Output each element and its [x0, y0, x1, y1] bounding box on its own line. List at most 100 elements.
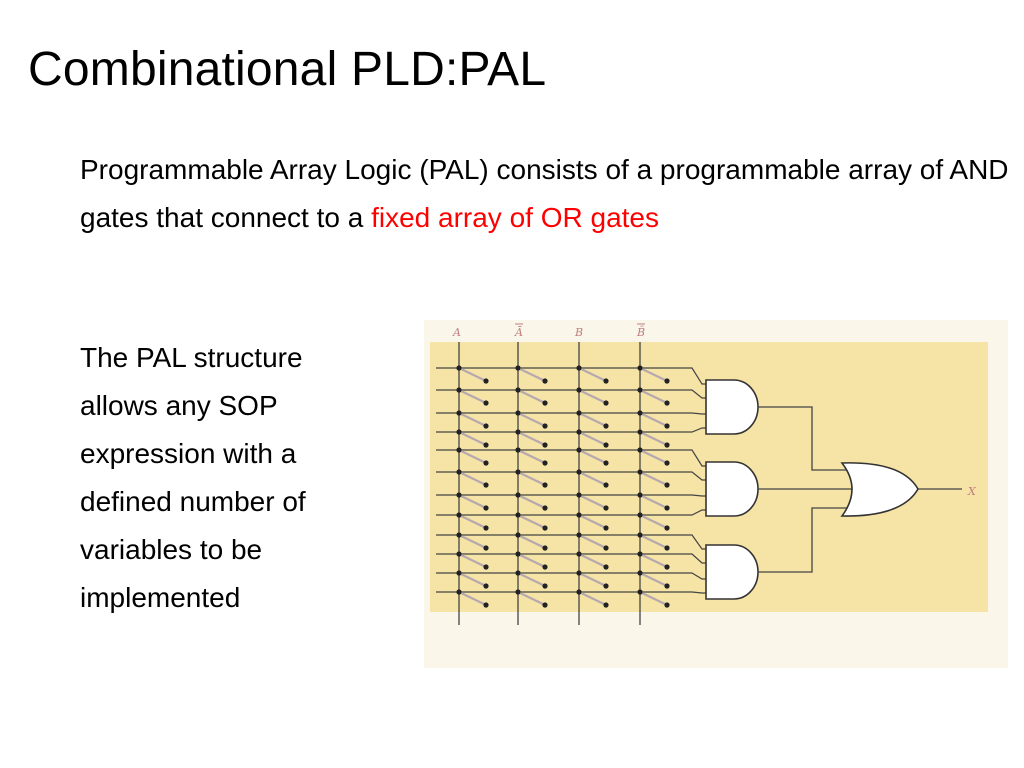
output-label-x: X: [967, 485, 977, 498]
pal-circuit-svg: A Ā B B̄ X: [424, 320, 1008, 668]
fuse-node: [637, 551, 643, 557]
fuse-node: [576, 551, 582, 557]
fuse-link: [457, 590, 488, 607]
fuse-node: [542, 482, 548, 488]
and-gates: [705, 379, 759, 600]
fuse-node: [515, 410, 521, 416]
fuse-node: [515, 570, 521, 576]
fuse-node: [515, 589, 521, 595]
input-label-b: B: [574, 326, 583, 339]
fuse-node: [664, 602, 670, 608]
or-gate: [840, 462, 919, 517]
fuse-node: [664, 583, 670, 589]
body-line: variables to be: [80, 534, 263, 565]
fuse-node: [664, 423, 670, 429]
programmable-fuses: [456, 365, 670, 608]
fuse-node: [576, 469, 582, 475]
wire-and3-or: [758, 507, 849, 573]
fuse-link: [638, 470, 669, 487]
fuse-node: [576, 532, 582, 538]
fuse-link: [577, 552, 608, 569]
fuse-node: [456, 469, 462, 475]
fuse-link: [638, 366, 669, 383]
fuse-node: [515, 492, 521, 498]
product-term-line: [436, 572, 706, 580]
product-term-lines: [436, 367, 706, 594]
fuse-node: [515, 551, 521, 557]
body-line: allows any SOP: [80, 390, 278, 421]
fuse-node: [456, 410, 462, 416]
and-gate-3: [705, 544, 759, 600]
fuse-node: [515, 532, 521, 538]
fuse-node: [456, 532, 462, 538]
fuse-node: [515, 447, 521, 453]
intro-text: Programmable Array Logic (PAL) consists …: [80, 154, 1009, 233]
slide-title: Combinational PLD:PAL: [28, 43, 547, 96]
fuse-node: [456, 570, 462, 576]
and-gate-2: [705, 461, 759, 517]
fuse-node: [576, 492, 582, 498]
fuse-node: [664, 460, 670, 466]
fuse-node: [603, 545, 609, 551]
fuse-link: [457, 470, 488, 487]
fuse-node: [515, 429, 521, 435]
fuse-link: [577, 448, 608, 465]
fuse-node: [576, 429, 582, 435]
intro-highlight: fixed array of OR gates: [371, 202, 659, 233]
body-line: implemented: [80, 582, 241, 613]
wire-and1-or: [758, 406, 849, 471]
fuse-node: [603, 482, 609, 488]
fuse-node: [483, 423, 489, 429]
product-term-line: [436, 553, 706, 564]
fuse-link: [457, 513, 488, 530]
fuse-node: [483, 545, 489, 551]
fuse-node: [576, 447, 582, 453]
fuse-node: [603, 423, 609, 429]
fuse-node: [515, 469, 521, 475]
fuse-node: [483, 442, 489, 448]
fuse-node: [603, 564, 609, 570]
fuse-node: [603, 583, 609, 589]
fuse-node: [483, 564, 489, 570]
fuse-node: [456, 492, 462, 498]
product-term-line: [436, 389, 706, 399]
fuse-node: [664, 505, 670, 511]
and-to-or-wires: [758, 406, 962, 573]
body-line: defined number of: [80, 486, 306, 517]
fuse-node: [664, 442, 670, 448]
fuse-node: [576, 512, 582, 518]
fuse-node: [637, 570, 643, 576]
fuse-node: [542, 602, 548, 608]
fuse-node: [664, 525, 670, 531]
fuse-link: [577, 571, 608, 588]
fuse-link: [516, 513, 547, 530]
fuse-link: [577, 493, 608, 510]
fuse-node: [456, 365, 462, 371]
fuse-link: [638, 533, 669, 550]
fuse-link: [457, 552, 488, 569]
fuse-link: [638, 448, 669, 465]
fuse-node: [542, 460, 548, 466]
fuse-link: [516, 571, 547, 588]
product-term-line: [436, 471, 706, 481]
fuse-node: [637, 429, 643, 435]
fuse-node: [456, 551, 462, 557]
fuse-link: [638, 513, 669, 530]
fuse-link: [516, 430, 547, 447]
fuse-node: [483, 505, 489, 511]
fuse-link: [577, 366, 608, 383]
fuse-node: [456, 512, 462, 518]
fuse-node: [542, 583, 548, 589]
fuse-link: [516, 493, 547, 510]
fuse-link: [577, 513, 608, 530]
fuse-node: [515, 512, 521, 518]
fuse-node: [483, 460, 489, 466]
fuse-node: [664, 545, 670, 551]
fuse-node: [483, 378, 489, 384]
fuse-node: [637, 512, 643, 518]
fuse-link: [457, 448, 488, 465]
fuse-node: [637, 532, 643, 538]
fuse-link: [577, 411, 608, 428]
product-term-line: [436, 367, 706, 385]
input-label-b-not: B̄: [636, 326, 645, 339]
